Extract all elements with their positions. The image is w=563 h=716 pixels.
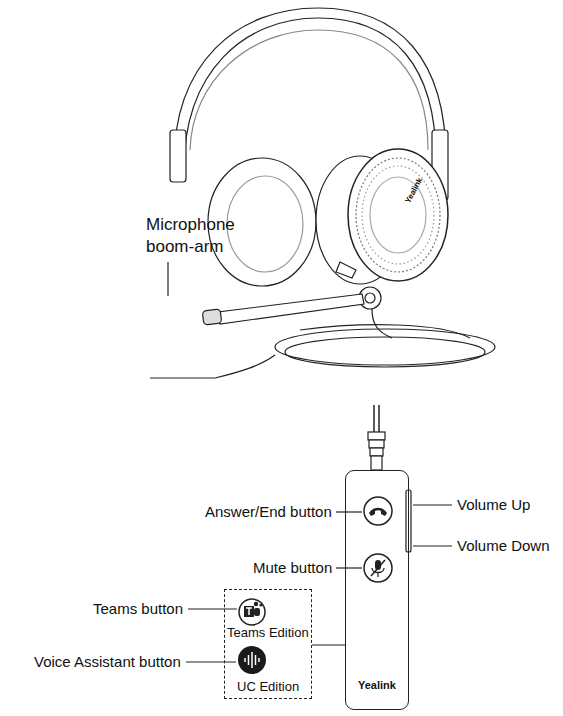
edition-label: UC Edition [237, 679, 299, 695]
part-label: Microphone boom-arm [146, 214, 254, 258]
part-label: Voice Assistant button [34, 653, 181, 671]
part-label: Volume Down [457, 537, 550, 555]
brand-logo: Yealink [358, 678, 396, 692]
edition-box: Teams Edition UC Edition [224, 589, 312, 699]
controller-body: Yealink [345, 470, 409, 710]
edition-label: Teams Edition [227, 625, 309, 641]
leader-line [312, 644, 345, 645]
part-label: Mute button [253, 559, 332, 577]
part-label: Volume Up [457, 496, 530, 514]
part-label: Teams button [93, 600, 183, 618]
part-label: Answer/End button [205, 503, 332, 521]
